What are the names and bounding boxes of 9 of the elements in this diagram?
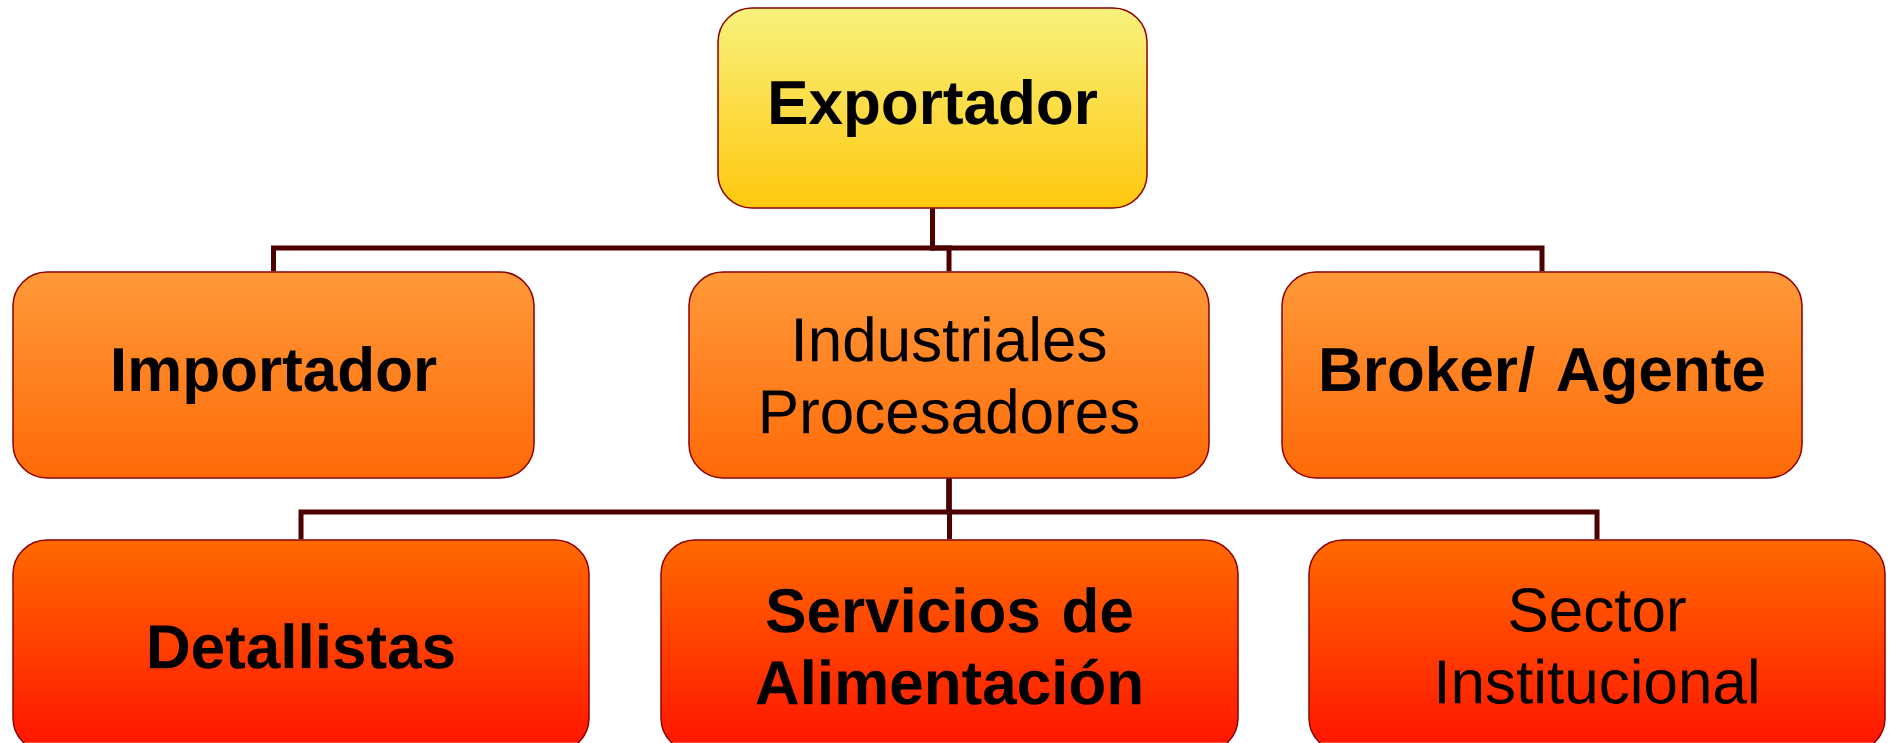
connector-line	[930, 208, 1545, 272]
connector-line	[946, 478, 1600, 540]
process-box: Servicios de Alimentación	[660, 539, 1239, 743]
process-box: Importador	[12, 271, 535, 479]
process-box: Detallistas	[12, 539, 590, 743]
process-box: Broker/ Agente	[1281, 271, 1803, 479]
process-box: Exportador	[717, 7, 1148, 209]
process-box: Sector Institucional	[1308, 539, 1886, 743]
process-box: Industriales Procesadores	[688, 271, 1210, 479]
